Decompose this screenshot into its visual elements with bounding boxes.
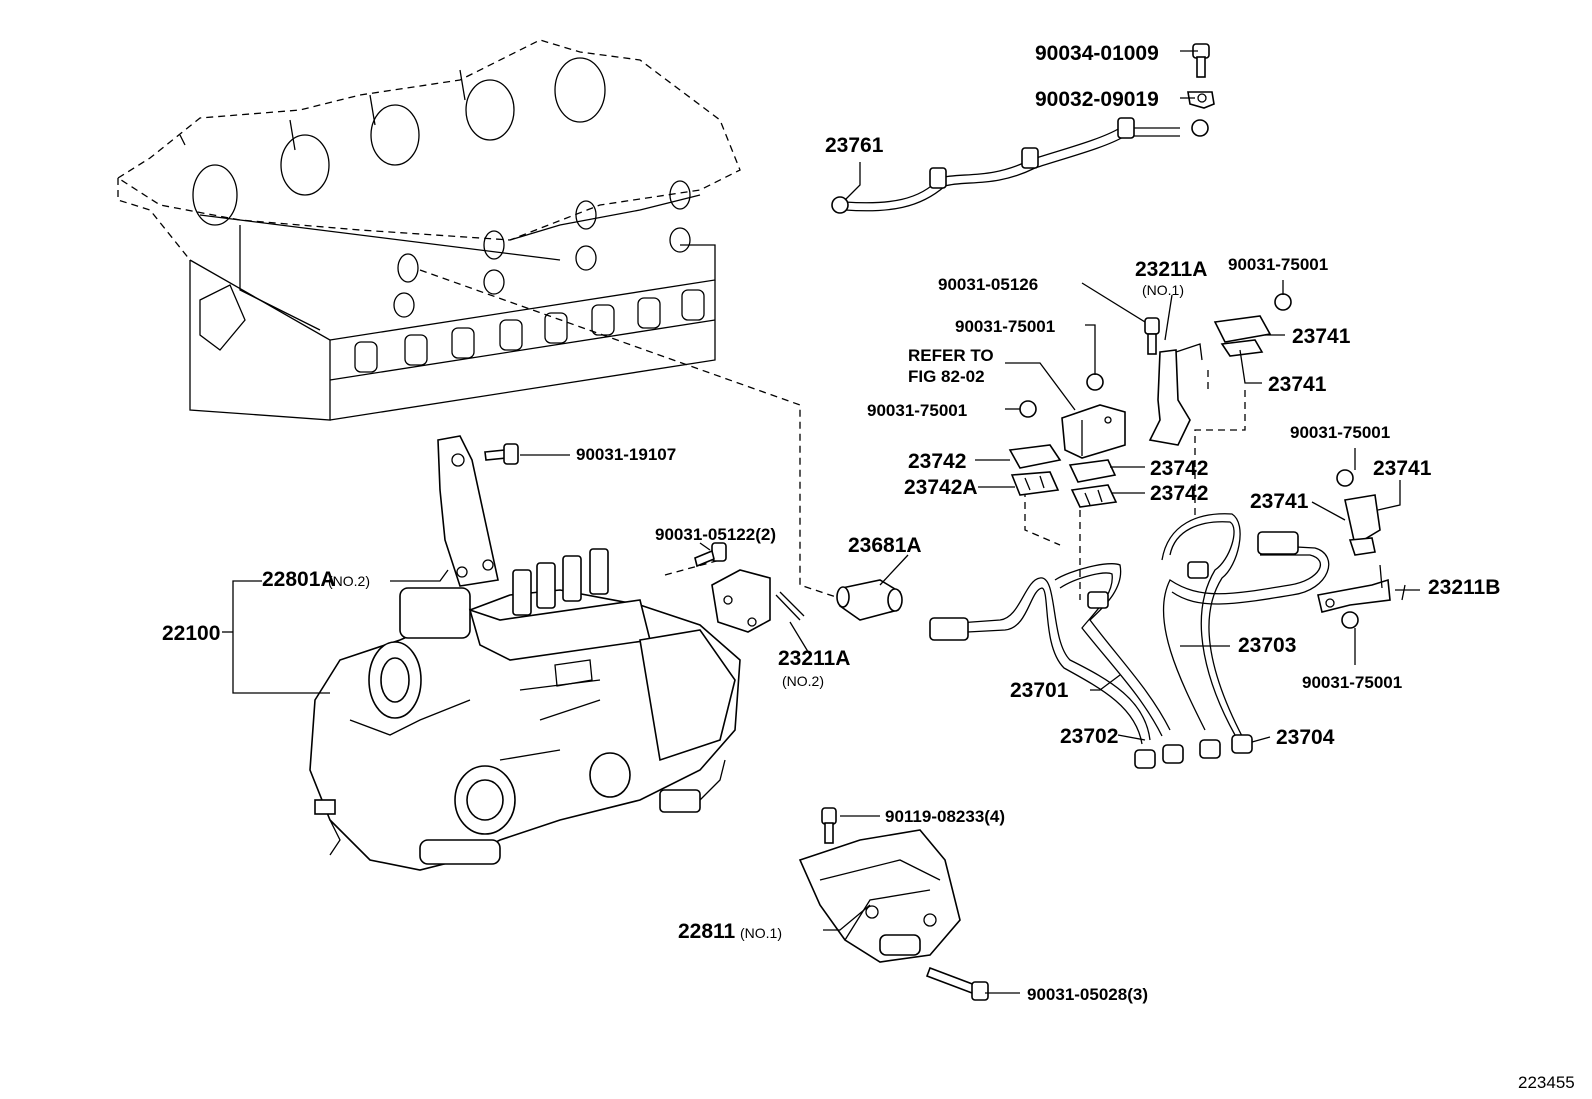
bracket-22801a [437, 435, 499, 587]
label-23741-lower-a: 23741 [1373, 457, 1432, 480]
bracket-23211a-no1 [1148, 343, 1203, 446]
label-23701: 23701 [1010, 679, 1069, 702]
label-23211a-no2-sub: (NO.2) [782, 673, 824, 689]
label-22811: 22811 [678, 920, 736, 943]
label-23211a-no1-sub: (NO.1) [1142, 282, 1184, 298]
injection-pipes [929, 513, 1330, 769]
bolt-90031-05126 [1144, 317, 1160, 355]
bracket-23211b [1317, 564, 1406, 613]
clamp-23741-lower [1344, 494, 1381, 556]
label-23703: 23703 [1238, 634, 1296, 657]
label-23741-lower-b: 23741 [1250, 490, 1309, 513]
leader-lines [222, 50, 1420, 994]
label-23741-upper-a: 23741 [1292, 325, 1351, 348]
bolt-90031-19107 [484, 443, 519, 465]
label-90031-05122: 90031-05122(2) [655, 525, 776, 544]
label-90031-05028: 90031-05028(3) [1027, 985, 1148, 1004]
label-90032-09019: 90032-09019 [1035, 88, 1159, 111]
engine-block-outline [116, 39, 741, 421]
label-22100: 22100 [162, 622, 220, 645]
label-23681a: 23681A [848, 534, 922, 557]
label-23742-right-b: 23742 [1150, 482, 1208, 505]
label-90031-75001-right: 90031-75001 [1290, 423, 1390, 442]
gasket-90032-09019 [1187, 91, 1215, 109]
label-90031-75001-bottom: 90031-75001 [1302, 673, 1402, 692]
fitting-23681a [836, 579, 903, 621]
figure-number: 223455 [1518, 1073, 1575, 1092]
label-23704: 23704 [1276, 726, 1335, 749]
label-23702: 23702 [1060, 725, 1118, 748]
bolt-90031-05028 [925, 966, 989, 1001]
label-90031-75001-left: 90031-75001 [867, 401, 967, 420]
label-23742a: 23742A [904, 476, 978, 499]
label-90034-01009: 90034-01009 [1035, 42, 1159, 65]
label-23761: 23761 [825, 134, 884, 157]
clamp-23742-pair [1008, 444, 1118, 508]
label-23742-left: 23742 [908, 450, 966, 473]
callout-labels: 90034-01009 90032-09019 23761 90031-0512… [162, 42, 1575, 1092]
bracket-refer-fig-82-02 [1061, 404, 1126, 459]
label-23211a-no2: 23211A [778, 647, 850, 670]
label-23742-right-a: 23742 [1150, 457, 1208, 480]
label-22811-sub: (NO.1) [740, 925, 782, 941]
bolt-90034-01009 [1192, 43, 1210, 78]
plate-23211a-no2 [711, 569, 805, 633]
return-pipe-23761 [831, 117, 1209, 214]
label-23211b: 23211B [1428, 576, 1500, 599]
label-90031-75001-mid: 90031-75001 [955, 317, 1055, 336]
bolt-90119-08233 [821, 807, 837, 844]
dashed-reference-lines [419, 269, 1246, 601]
label-fig-82-02: FIG 82-02 [908, 367, 985, 386]
injection-pump-assembly [309, 548, 741, 871]
label-refer-to: REFER TO [908, 346, 994, 365]
label-23211a-no1: 23211A [1135, 258, 1207, 281]
bracket-22811 [798, 829, 961, 963]
label-22801a: 22801A [262, 568, 336, 591]
label-90119-08233: 90119-08233(4) [885, 807, 1005, 826]
bolt-90031-05122 [694, 542, 727, 568]
label-22801a-sub: (NO.2) [328, 573, 370, 589]
label-90031-75001-top-right: 90031-75001 [1228, 255, 1328, 274]
label-23741-upper-b: 23741 [1268, 373, 1327, 396]
label-90031-19107: 90031-19107 [576, 445, 676, 464]
label-90031-05126: 90031-05126 [938, 275, 1038, 294]
clamp-23741-upper [1213, 315, 1272, 357]
